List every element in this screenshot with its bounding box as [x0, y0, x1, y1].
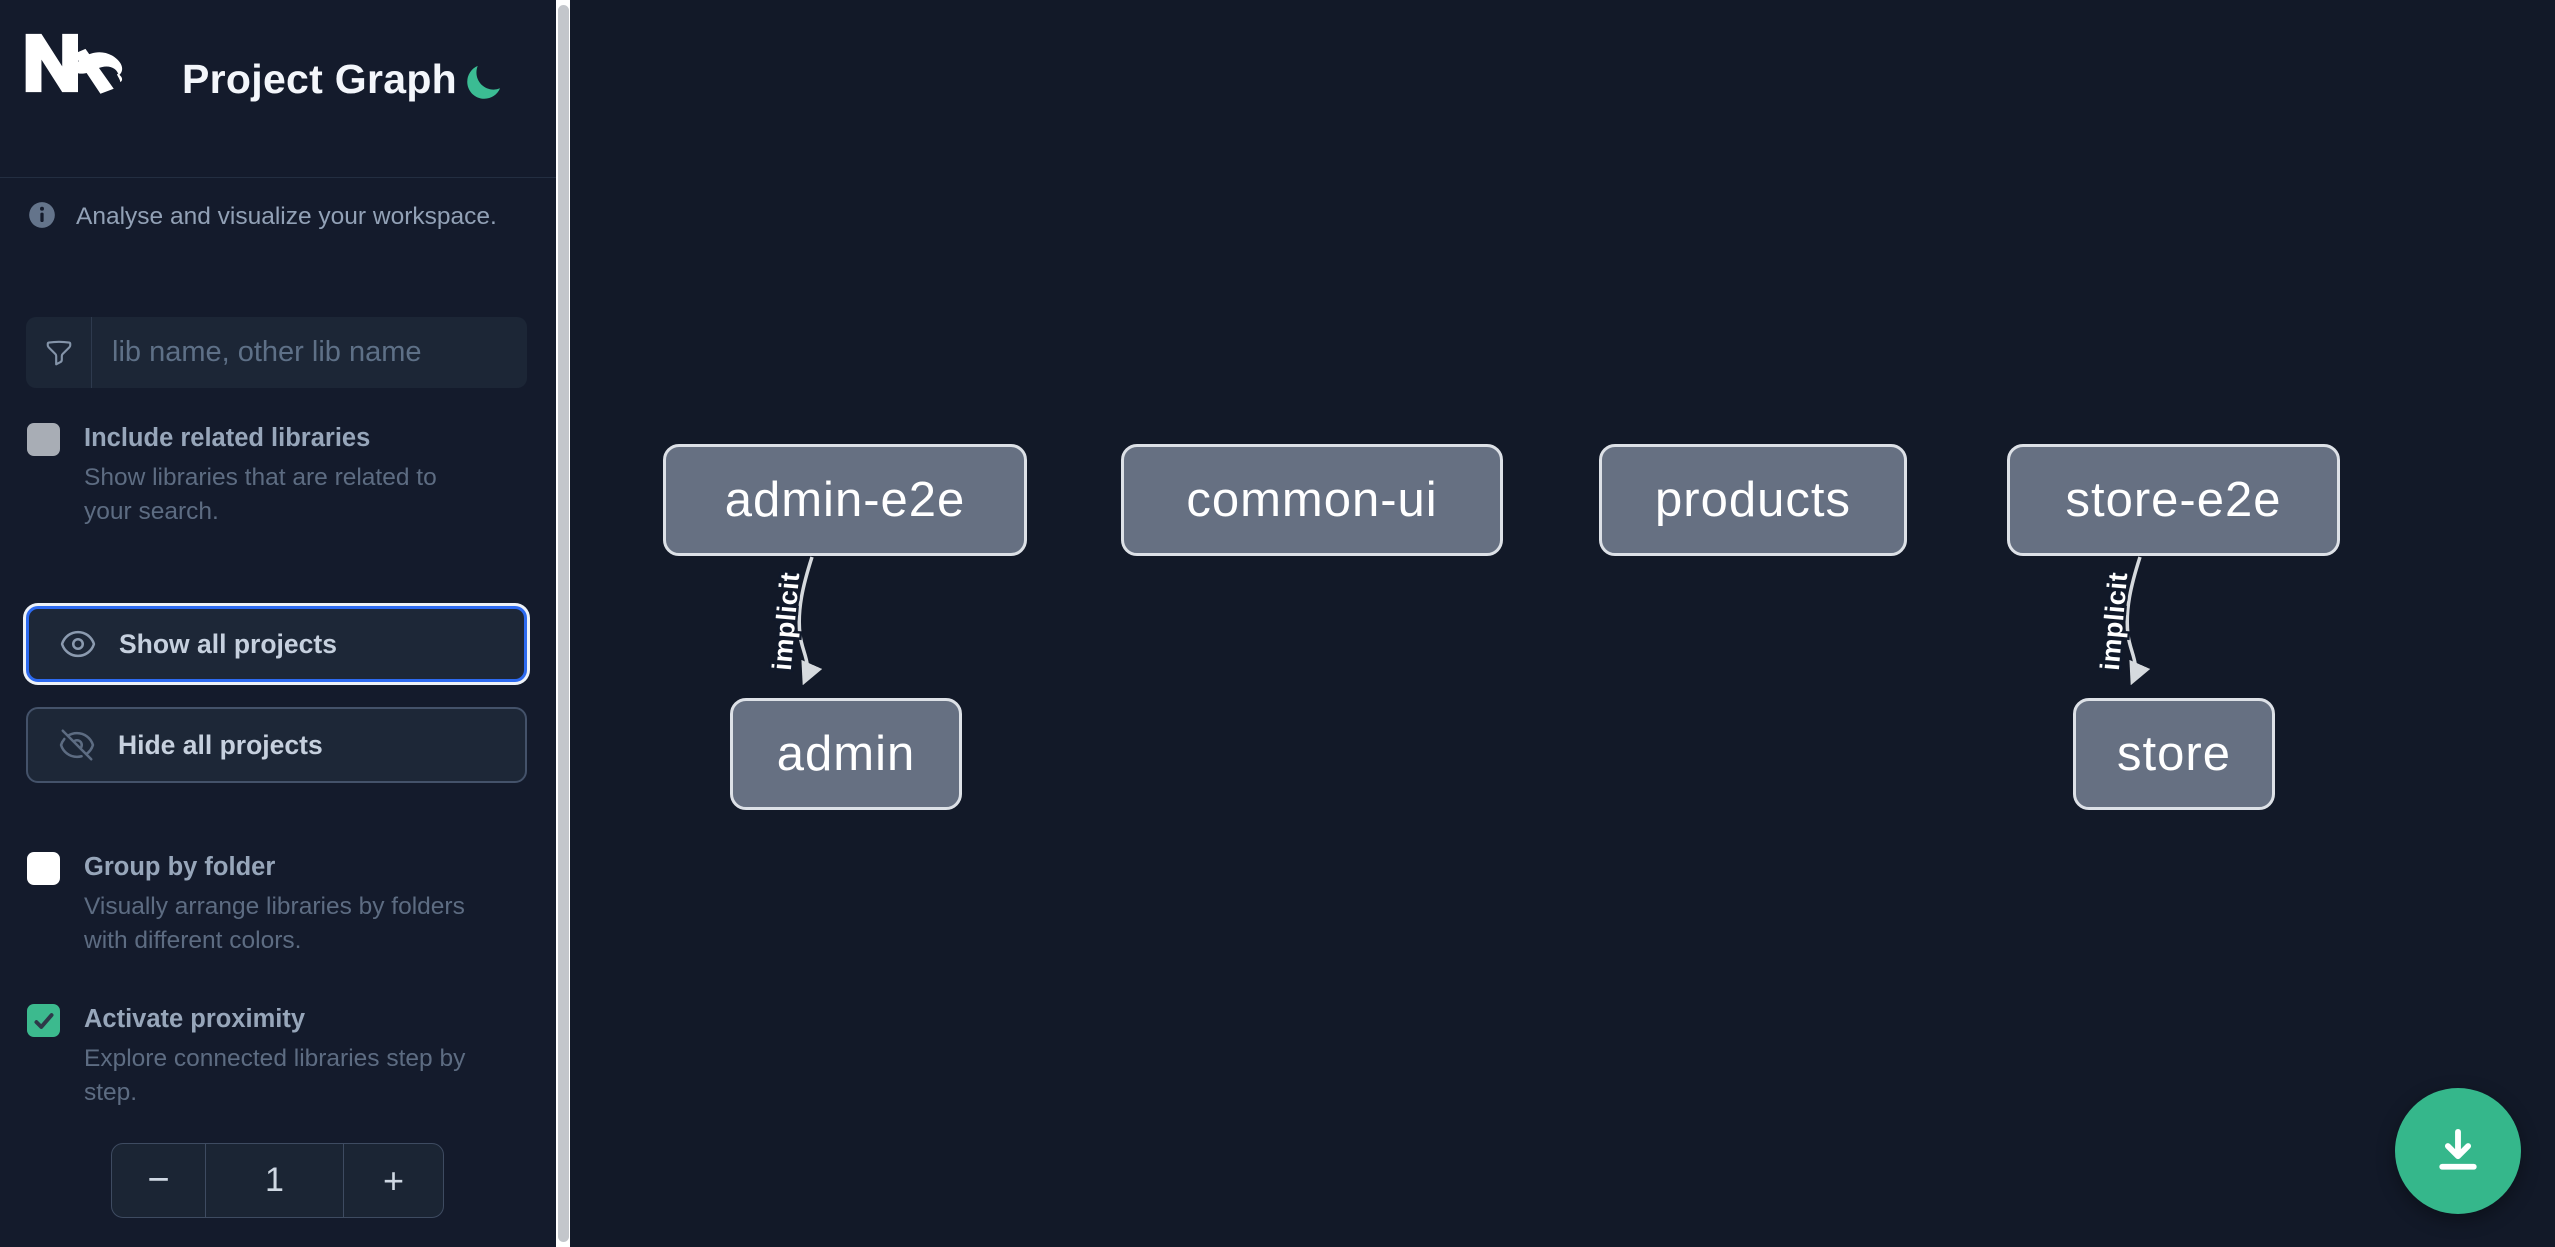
node-store[interactable]: store: [2073, 698, 2275, 810]
hide-all-projects-button[interactable]: Hide all projects: [26, 707, 527, 783]
sidebar: Project Graph Analyse and visualize your…: [0, 0, 570, 1247]
decrement-button[interactable]: −: [112, 1144, 206, 1217]
theme-toggle-button[interactable]: [456, 56, 510, 110]
page-title: Project Graph: [182, 56, 458, 102]
download-icon: [2439, 1128, 2477, 1170]
hide-all-projects-label: Hide all projects: [118, 729, 323, 760]
group-by-folder-label: Group by folder: [84, 853, 276, 881]
node-admin-e2e[interactable]: admin-e2e: [663, 444, 1027, 556]
eye-icon: [60, 630, 96, 658]
info-icon: [29, 202, 55, 228]
activate-proximity-label: Activate proximity: [84, 1005, 306, 1033]
nx-logo: [25, 33, 123, 94]
graph-edges: implicit implicit: [764, 556, 2151, 686]
filter-icon: [46, 340, 71, 365]
sidebar-scrollbar[interactable]: [556, 0, 570, 1247]
search-box: [26, 317, 527, 388]
download-graph-button[interactable]: [2395, 1088, 2521, 1214]
group-by-folder-description: Visually arrange libraries by folders wi…: [84, 893, 465, 954]
search-input[interactable]: [92, 317, 527, 388]
include-related-description: Show libraries that are related to your …: [84, 464, 437, 525]
edge-store-e2e-to-store: [2125, 556, 2151, 686]
workspace-info-text: Analyse and visualize your workspace.: [76, 203, 497, 230]
include-related-checkbox[interactable]: [27, 423, 60, 456]
eye-off-icon: [59, 729, 95, 761]
moon-icon: [467, 65, 501, 99]
node-products[interactable]: products: [1599, 444, 1907, 556]
node-admin[interactable]: admin: [730, 698, 962, 810]
edge-label-implicit: implicit: [2095, 571, 2133, 672]
node-common-ui[interactable]: common-ui: [1121, 444, 1503, 556]
check-icon: [33, 1012, 54, 1029]
sidebar-scrollbar-thumb[interactable]: [557, 5, 569, 1242]
proximity-depth-stepper: − 1 +: [111, 1143, 444, 1218]
increment-button[interactable]: +: [343, 1144, 443, 1217]
header-divider: [0, 177, 556, 178]
edge-label-implicit: implicit: [767, 571, 805, 672]
activate-proximity-description: Explore connected libraries step by step…: [84, 1045, 466, 1106]
include-related-label: Include related libraries: [84, 424, 371, 452]
activate-proximity-checkbox[interactable]: [27, 1004, 60, 1037]
node-store-e2e[interactable]: store-e2e: [2007, 444, 2340, 556]
edge-admin-e2e-to-admin: [797, 556, 823, 686]
project-graph-canvas[interactable]: implicit implicit admin-e2e common-ui pr…: [570, 0, 2555, 1247]
filter-icon-cell: [26, 317, 92, 388]
group-by-folder-checkbox[interactable]: [27, 852, 60, 885]
show-all-projects-label: Show all projects: [119, 628, 337, 659]
depth-value: 1: [265, 1161, 284, 1199]
show-all-projects-button[interactable]: Show all projects: [26, 606, 527, 682]
